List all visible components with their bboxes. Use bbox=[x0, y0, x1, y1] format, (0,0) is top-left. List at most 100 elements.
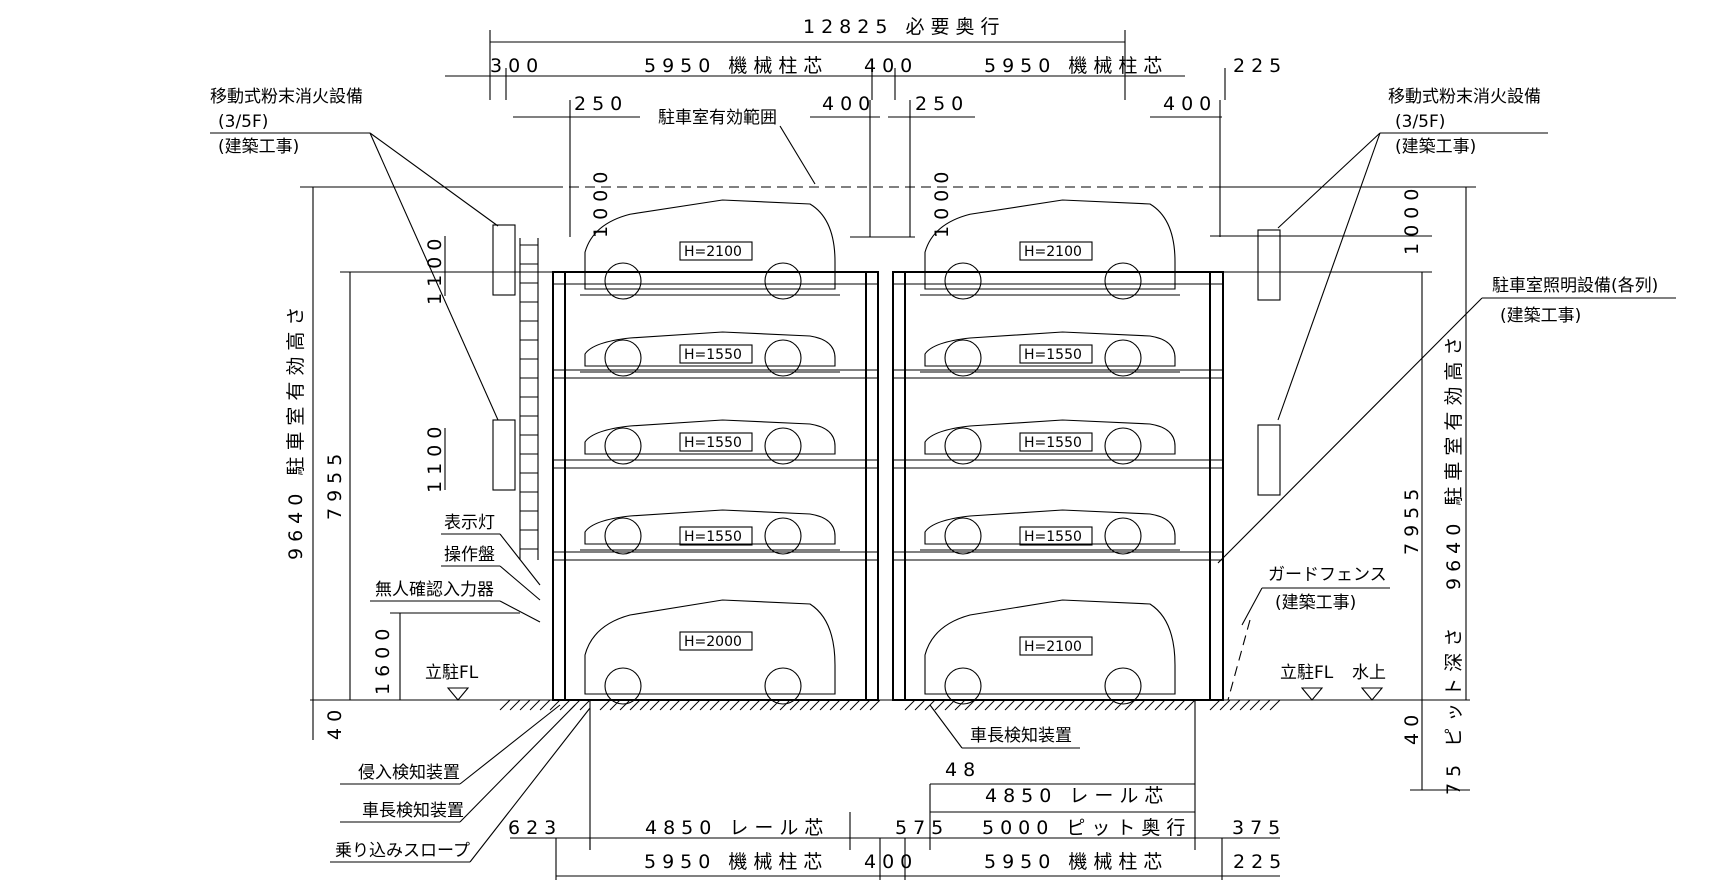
extinguisher-left-label-1: 移動式粉末消火設備 bbox=[210, 87, 363, 107]
hatch-line bbox=[599, 699, 611, 711]
car-length-sensor-left-label: 車長検知装置 bbox=[362, 801, 464, 821]
sub-250-right-dim: 250 bbox=[915, 93, 969, 115]
hatch-line bbox=[759, 699, 771, 711]
hatch-line bbox=[1164, 699, 1176, 711]
hatch-line bbox=[954, 699, 966, 711]
clear-1000-mid-dim: 1000 bbox=[931, 166, 953, 238]
top-dimension-lines bbox=[445, 30, 1226, 118]
hatch-line bbox=[719, 699, 731, 711]
floor-fl-right: 立駐FL bbox=[1280, 663, 1334, 683]
hatch-line bbox=[1124, 699, 1136, 711]
hatch-line bbox=[1174, 699, 1186, 711]
hatch-line bbox=[669, 699, 681, 711]
sub-400-right-dim: 400 bbox=[1163, 93, 1217, 115]
hatch-line bbox=[1229, 699, 1241, 711]
bot-225-dim: 225 bbox=[1233, 851, 1287, 873]
height-tag: H=1550 bbox=[684, 347, 742, 363]
extinguisher-right-label-2: (3/5F) bbox=[1395, 112, 1445, 132]
bot-623-dim: 623 bbox=[508, 817, 562, 839]
car-outline bbox=[920, 199, 1180, 300]
car-length-sensor-right-label: 車長検知装置 bbox=[970, 726, 1072, 746]
ladder bbox=[520, 244, 538, 550]
lighting-label-1: 駐車室照明設備(各列) bbox=[1492, 276, 1658, 296]
effective-range-leader bbox=[779, 125, 816, 185]
hatch-line bbox=[799, 699, 811, 711]
hatch-line bbox=[829, 699, 841, 711]
hatch-line bbox=[1104, 699, 1116, 711]
h7955-left-dim: 7955 bbox=[324, 448, 346, 520]
hatch-line bbox=[1259, 699, 1271, 711]
hatch-line bbox=[974, 699, 986, 711]
hatch-line bbox=[1014, 699, 1026, 711]
hatch-line bbox=[1154, 699, 1166, 711]
hatch-line bbox=[639, 699, 651, 711]
rail-center-left-dim: 4850 レール芯 bbox=[645, 817, 829, 839]
clear-1000-left-dim: 1000 bbox=[590, 166, 612, 238]
intrusion-sensor-label: 侵入検知装置 bbox=[358, 763, 460, 783]
hatch-line bbox=[649, 699, 661, 711]
height-tags-right: H=2100 H=1550 H=1550 H=1550 H=2100 bbox=[1019, 241, 1093, 656]
boarding-slope-label: 乗り込みスロープ bbox=[335, 841, 470, 861]
car-outline bbox=[580, 199, 840, 300]
ground-hatching bbox=[499, 699, 1281, 711]
hatch-line bbox=[1134, 699, 1146, 711]
h40-right-dim: 40 bbox=[1401, 709, 1423, 745]
extinguisher-right-label-3: (建築工事) bbox=[1395, 137, 1476, 157]
h7955-right-dim: 7955 bbox=[1401, 483, 1423, 555]
cars-layer bbox=[580, 199, 1180, 705]
height-tag: H=2100 bbox=[684, 244, 742, 260]
hatch-line bbox=[689, 699, 701, 711]
hatch-line bbox=[1074, 699, 1086, 711]
top-left-margin-dim: 300 bbox=[490, 55, 544, 77]
lighting-label-2: (建築工事) bbox=[1500, 306, 1581, 326]
top-mid-dim: 400 bbox=[864, 55, 918, 77]
guard-fence-label-1: ガードフェンス bbox=[1268, 565, 1387, 585]
hatch-line bbox=[549, 699, 561, 711]
height-tag: H=1550 bbox=[684, 435, 742, 451]
car-outline bbox=[580, 419, 840, 465]
height-tag: H=2000 bbox=[684, 634, 742, 650]
hatch-line bbox=[1094, 699, 1106, 711]
height-tag: H=2100 bbox=[1024, 639, 1082, 655]
unmanned-input-label: 無人確認入力器 bbox=[375, 580, 494, 600]
hatch-line bbox=[789, 699, 801, 711]
hatch-line bbox=[579, 699, 591, 711]
hatch-line bbox=[619, 699, 631, 711]
bot-col1-dim: 5950 機械柱芯 bbox=[644, 851, 828, 873]
extinguisher-left-label-3: (建築工事) bbox=[218, 137, 299, 157]
h40-left-dim: 40 bbox=[324, 704, 346, 740]
left-vertical-dims bbox=[300, 186, 560, 740]
car-outline bbox=[580, 599, 840, 705]
h75-pit-dim: 75 ピット深さ bbox=[1443, 622, 1465, 795]
hatch-line bbox=[679, 699, 691, 711]
hatch-line bbox=[1034, 699, 1046, 711]
structure-right bbox=[892, 271, 1224, 701]
hatch-line bbox=[519, 699, 531, 711]
hatch-line bbox=[934, 699, 946, 711]
hatch-line bbox=[1219, 699, 1231, 711]
h1100-upper-dim: 1100 bbox=[424, 233, 446, 305]
hatch-line bbox=[1249, 699, 1261, 711]
clear-1000-right-dim: 1000 bbox=[1401, 183, 1423, 255]
height-tag: H=1550 bbox=[1024, 347, 1082, 363]
hatch-line bbox=[1054, 699, 1066, 711]
hatch-line bbox=[819, 699, 831, 711]
height-tags-left: H=2100 H=1550 H=1550 H=1550 H=2000 bbox=[679, 241, 753, 651]
hatch-line bbox=[1269, 699, 1281, 711]
hatch-line bbox=[944, 699, 956, 711]
hatch-line bbox=[1209, 699, 1221, 711]
d48-dim: 48 bbox=[945, 759, 981, 781]
hatch-line bbox=[1024, 699, 1036, 711]
height-tag: H=2100 bbox=[1024, 244, 1082, 260]
top-col1-dim: 5950 機械柱芯 bbox=[644, 55, 828, 77]
rail-center-right-dim: 4850 レール芯 bbox=[985, 785, 1169, 807]
indicator-light-label: 表示灯 bbox=[444, 513, 495, 533]
hatch-line bbox=[529, 699, 541, 711]
bot-400-dim: 400 bbox=[864, 851, 918, 873]
car-outline bbox=[920, 419, 1180, 465]
hatch-line bbox=[839, 699, 851, 711]
hatch-line bbox=[994, 699, 1006, 711]
hatch-line bbox=[1144, 699, 1156, 711]
hatch-line bbox=[509, 699, 521, 711]
